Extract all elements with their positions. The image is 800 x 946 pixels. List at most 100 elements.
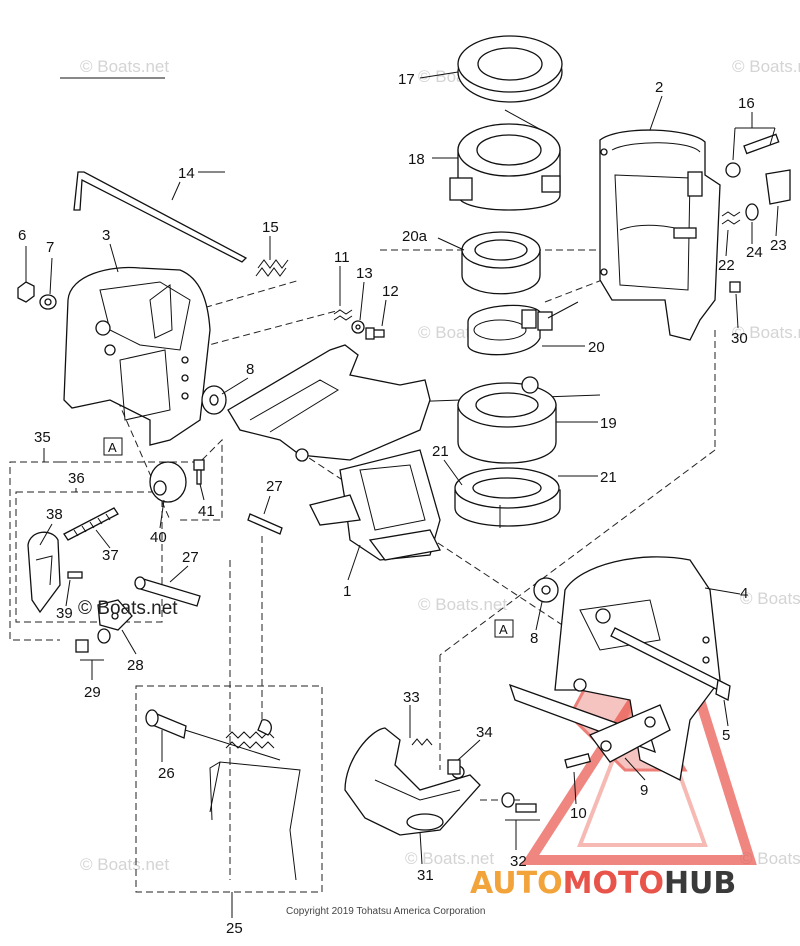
group-boxes (9, 438, 323, 893)
part-number: 32 (510, 853, 527, 870)
part-number: 40 (150, 529, 167, 546)
callout-leaders (25, 71, 779, 918)
part-number: 7 (46, 239, 54, 256)
part-number: 38 (46, 506, 63, 523)
part-number: 8 (246, 361, 254, 378)
part-number: 39 (56, 605, 73, 622)
part-number: 21 (432, 443, 449, 460)
plate-part-9 (508, 683, 671, 763)
watermark: © Boats.net (732, 57, 800, 76)
bracket-part-4 (554, 556, 721, 781)
part-number: 20 (588, 339, 605, 356)
part-number: 5 (722, 727, 730, 744)
pin-part-34 (447, 759, 461, 775)
part-number: 14 (178, 165, 195, 182)
washer-part-8 (201, 385, 227, 415)
part-number: 30 (731, 330, 748, 347)
part-number: 20a (402, 228, 428, 245)
watermark: © Boats.net (418, 595, 507, 614)
clamp-band-part-20 (467, 301, 579, 356)
bolt-part-12 (365, 327, 385, 340)
bushing-part-19 (457, 376, 557, 464)
screw-part-39 (67, 571, 83, 579)
part-number: 33 (403, 689, 420, 706)
bolt-part-30 (729, 281, 741, 293)
part-number: 17 (398, 71, 415, 88)
nut-part-6 (17, 281, 35, 303)
part-number: 21 (600, 469, 617, 486)
spring-part-33 (411, 738, 433, 746)
reference-marker: A (103, 437, 123, 456)
part-number: 27 (266, 478, 283, 495)
housing-part-2 (599, 129, 721, 341)
bushing-part-21 (454, 467, 561, 528)
part-number: 13 (356, 265, 373, 282)
part-number: 36 (68, 470, 85, 487)
ring-part-17 (457, 35, 563, 103)
part-number: 16 (738, 95, 755, 112)
bolt-part-10 (564, 752, 592, 769)
washer-part-8b (533, 577, 559, 603)
part-number: 26 (158, 765, 175, 782)
knob-part-40 (149, 461, 187, 503)
part-number: 12 (382, 283, 399, 300)
spring-handle-part-25 (184, 719, 301, 881)
part-number: 23 (770, 237, 787, 254)
part-number: 34 (476, 724, 493, 741)
bushing-part-18 (449, 123, 561, 211)
brand-wordmark: AUTOMOTOHUB (470, 866, 736, 901)
copyright-text: Copyright 2019 Tohatsu America Corporati… (286, 906, 485, 917)
ring-part-20a (461, 231, 541, 295)
watermark: © Boats.net (740, 589, 800, 608)
part-number-labels: 1 2 3 4 5 6 7 8 8 9 10 11 12 13 14 15 16… (18, 71, 787, 937)
bolt-part-5 (610, 627, 731, 701)
screw-part-22 (721, 211, 741, 225)
spring-part-15 (255, 259, 289, 277)
watermark: © Boats.net (405, 849, 494, 868)
part-number: 25 (226, 920, 243, 937)
washer-part-7 (39, 294, 57, 310)
part-number: 2 (655, 79, 663, 96)
svg-text:A: A (108, 440, 117, 455)
washer-part-13 (351, 320, 365, 334)
part-number: 8 (530, 630, 538, 647)
lock-cam-part-38 (27, 531, 61, 614)
bracket-part-3 (63, 266, 211, 446)
svg-text:AUTOMOTOHUB: AUTOMOTOHUB (470, 866, 736, 901)
watermark: © Boats.net (78, 598, 178, 619)
bolt-part-41 (193, 459, 205, 485)
watermark: © Boats.net (80, 57, 169, 76)
part-number: 35 (34, 429, 51, 446)
watermark: © Boats.net (80, 855, 169, 874)
part-number: 6 (18, 227, 26, 244)
washer-part-24 (745, 203, 759, 221)
part-number: 37 (102, 547, 119, 564)
rod-part-14 (73, 171, 248, 263)
cap-part-23 (765, 169, 791, 205)
svg-text:A: A (499, 622, 508, 637)
part-number: 1 (343, 583, 351, 600)
bolt-part-29 (75, 628, 111, 653)
part-number: 11 (334, 249, 350, 266)
lock-screw-part-37 (63, 507, 119, 541)
part-number: 29 (84, 684, 101, 701)
part-number: 24 (746, 244, 763, 261)
plate-part-28 (97, 599, 133, 631)
spring-part-11 (333, 309, 353, 321)
part-number: 10 (570, 805, 587, 822)
part-number: 28 (127, 657, 144, 674)
part-number: 19 (600, 415, 617, 432)
part-number: 4 (740, 585, 748, 602)
pin-part-27b (134, 576, 201, 607)
part-number: 27 (182, 549, 199, 566)
part-number: 15 (262, 219, 279, 236)
roller-part-26 (145, 709, 187, 739)
reference-marker: A (494, 619, 514, 638)
washer-part-32 (501, 792, 537, 813)
part-number: 41 (198, 503, 215, 520)
bolt-part-16 (725, 133, 780, 178)
part-number: 18 (408, 151, 425, 168)
part-number: 22 (718, 257, 735, 274)
pin-part-27 (247, 513, 283, 535)
